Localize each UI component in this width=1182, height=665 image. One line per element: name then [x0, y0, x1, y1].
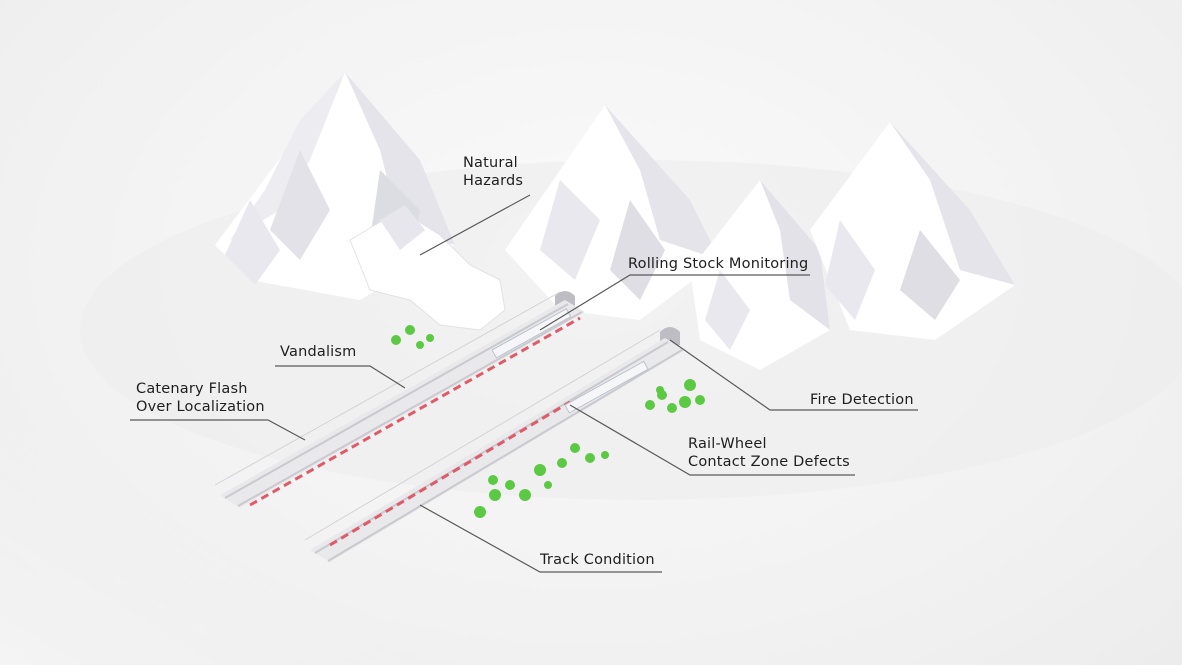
- leader-fire: [669, 339, 918, 411]
- label-rolling-stock-monitoring: Rolling Stock Monitoring: [628, 255, 808, 273]
- label-line: Rolling Stock Monitoring: [628, 256, 809, 272]
- leader-rail-wheel: [569, 404, 855, 476]
- leader-rolling-stock: [539, 274, 810, 331]
- label-line: Catenary Flash: [136, 381, 248, 397]
- leader-lines: [130, 194, 918, 573]
- label-line: Hazards: [463, 173, 524, 189]
- label-line: Natural: [463, 155, 518, 171]
- label-natural-hazards: Natural Hazards: [463, 154, 523, 190]
- label-rail-wheel-contact-zone-defects: Rail-Wheel Contact Zone Defects: [688, 435, 850, 471]
- trees: [391, 325, 705, 518]
- label-track-condition: Track Condition: [540, 551, 655, 569]
- label-catenary-flash-over-localization: Catenary Flash Over Localization: [136, 380, 265, 416]
- label-line: Over Localization: [136, 399, 265, 415]
- leader-vandalism: [275, 365, 406, 389]
- mountain-right: [810, 122, 1015, 340]
- label-fire-detection: Fire Detection: [810, 391, 914, 409]
- label-vandalism: Vandalism: [280, 343, 357, 361]
- label-line: Contact Zone Defects: [688, 454, 850, 470]
- mountain-center: [505, 105, 720, 320]
- label-line: Track Condition: [540, 552, 655, 568]
- leader-catenary: [130, 419, 306, 441]
- leader-natural-hazards: [419, 194, 531, 256]
- leader-track-condition: [419, 504, 662, 573]
- label-line: Rail-Wheel: [688, 436, 767, 452]
- label-line: Fire Detection: [810, 392, 914, 408]
- label-line: Vandalism: [280, 344, 357, 360]
